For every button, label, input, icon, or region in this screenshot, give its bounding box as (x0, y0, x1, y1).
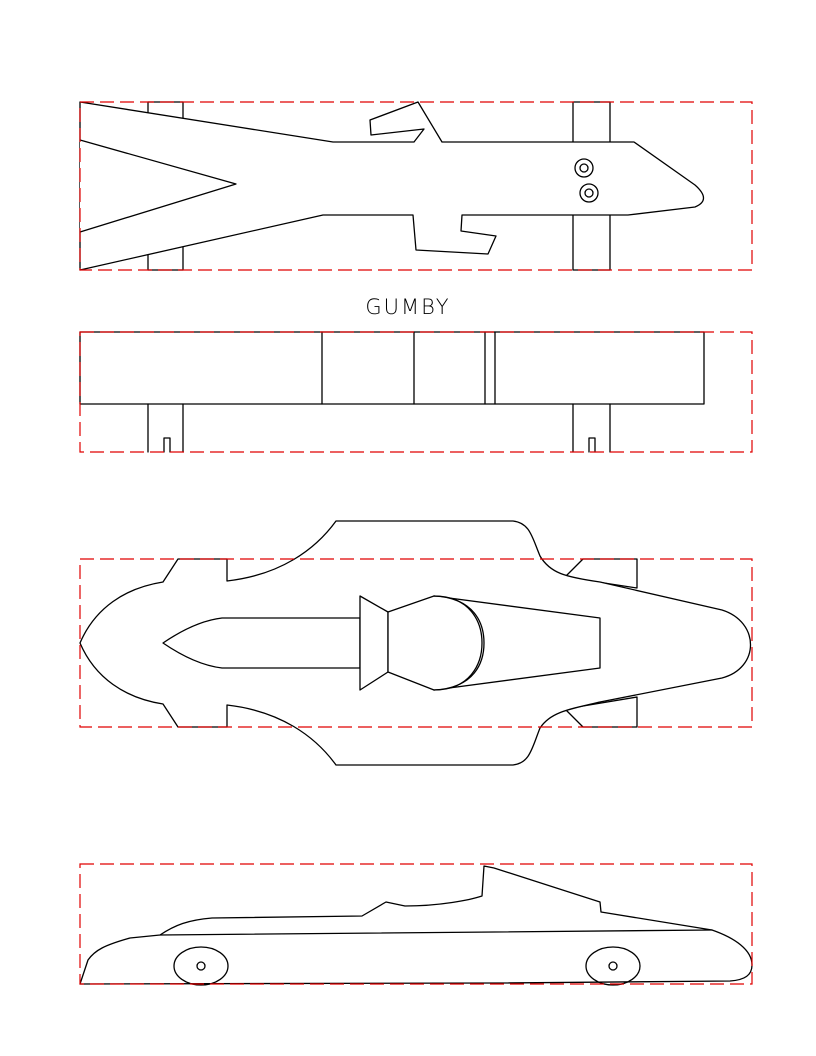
block-outline-2 (79, 331, 753, 453)
front-wheel-block (572, 403, 611, 453)
front-axle-slot (588, 437, 596, 453)
eye-lower-outer (579, 183, 599, 203)
template-title: GUMBY (365, 295, 450, 319)
gumby-body-outline (79, 101, 705, 271)
driver-head (387, 595, 483, 691)
eye-upper-inner (579, 163, 589, 173)
racer-side-body (79, 865, 753, 985)
rear-wheel-block (147, 403, 184, 453)
front-wheel (585, 946, 641, 986)
front-axle-hole (608, 961, 618, 971)
tail-notch (79, 139, 237, 233)
eye-lower-inner (584, 188, 594, 198)
rear-axle-hole (196, 961, 206, 971)
rear-axle-slot (163, 437, 171, 453)
gumby-side-view (79, 331, 753, 453)
eye-upper-outer (574, 158, 594, 178)
racer-side-view (79, 863, 753, 986)
side-body (79, 331, 705, 405)
rear-wheel (173, 946, 229, 986)
gumby-top-view (79, 101, 753, 271)
chassis-line (159, 929, 713, 936)
block-outline-4 (79, 863, 753, 985)
racer-top-view (79, 520, 753, 766)
driver-head-arc (433, 595, 485, 691)
front-wheel-fairing-lower (564, 696, 638, 728)
